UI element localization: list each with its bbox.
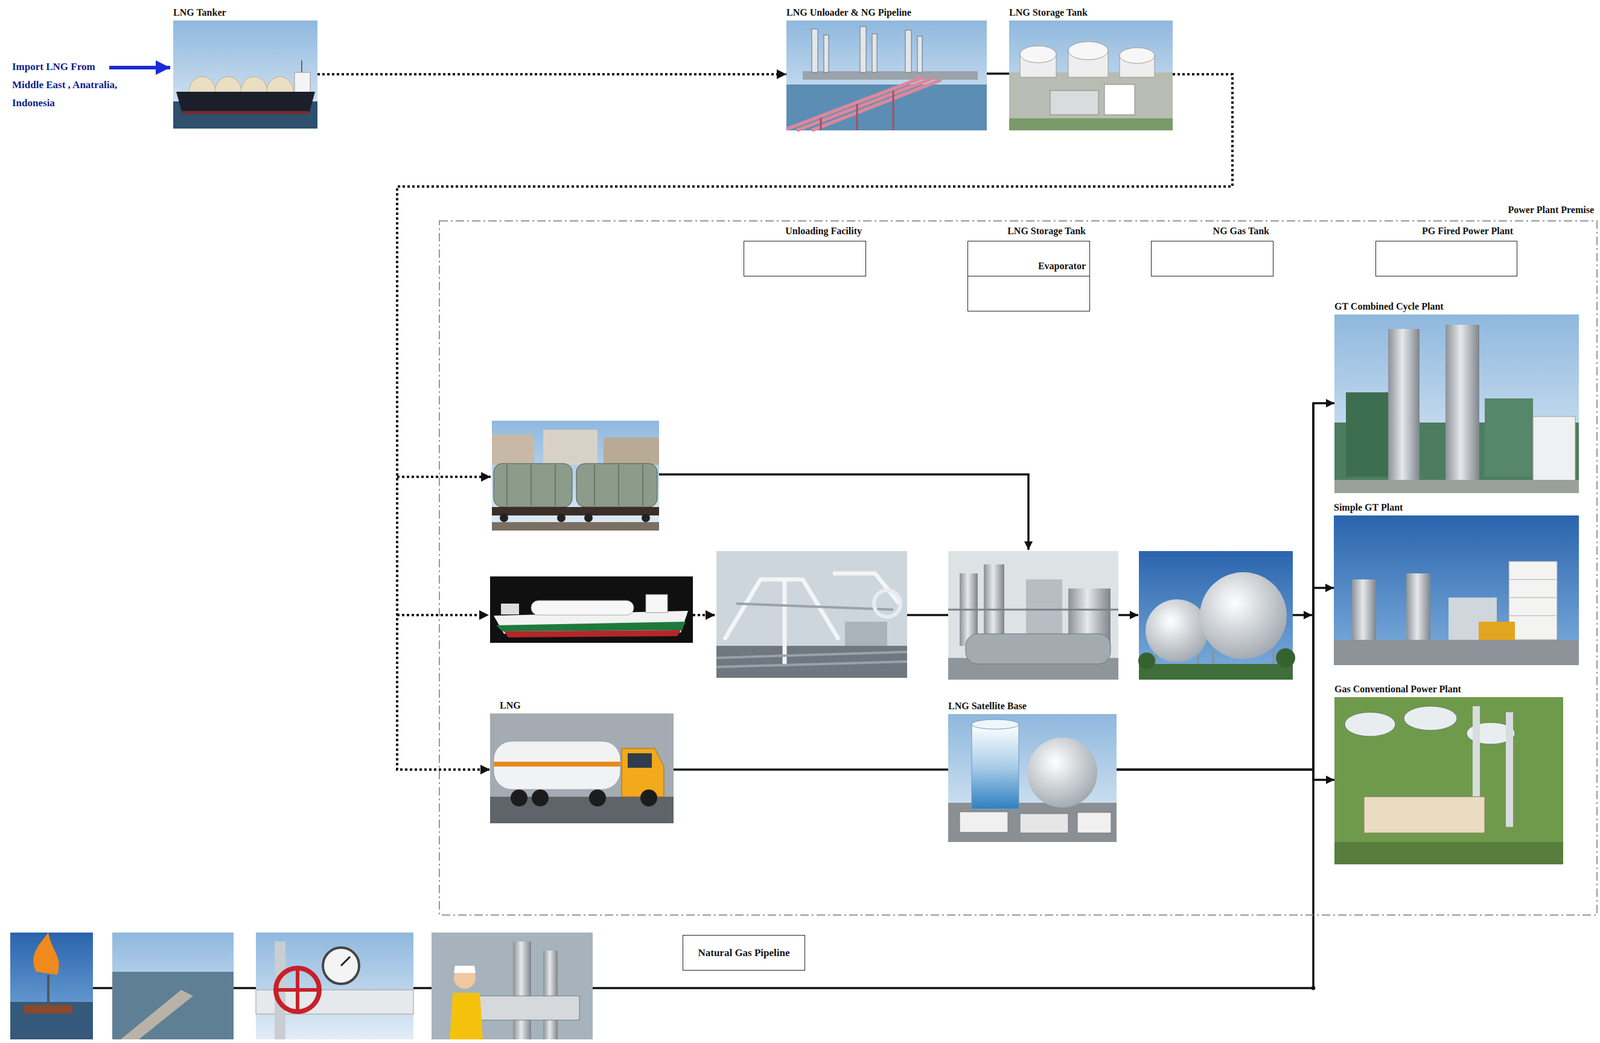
dotted-connector [317, 73, 787, 76]
connector [1116, 769, 1335, 780]
node-heading: GT Combined Cycle Plant [1334, 300, 1576, 313]
node-heading: Gas Conventional Power Plant [1334, 683, 1560, 696]
connector [673, 768, 949, 771]
node-heading: LNG Satellite Base [948, 700, 1113, 713]
column-header: Unloading Facility [743, 240, 867, 277]
node-heading: LNG Storage Tank [1009, 6, 1088, 19]
plant-photo: GT Combined Cycle Plant [1334, 314, 1579, 494]
node-heading: Simple GT Plant [1333, 501, 1576, 514]
node-heading: LNG [499, 699, 670, 712]
unloader-photo: LNG Unloader & NG Pipeline [786, 20, 987, 131]
column-header: LNG Storage Tank [967, 240, 1091, 277]
satellite-base-photo: LNG Satellite Base [948, 713, 1117, 842]
box-label: LNG Storage Tank [1007, 225, 1086, 238]
region-outline [438, 220, 1598, 916]
column-header: Natural Gas Pipeline [682, 934, 806, 971]
plant-photo: Simple GT Plant [1333, 515, 1579, 666]
truck-photo: LNG [490, 713, 674, 824]
box-label: PG Fired Power Plant [1421, 225, 1514, 238]
premise-region: Power Plant PremiseUnloading FacilityLNG… [438, 220, 1598, 916]
box-label: Evaporator [1038, 260, 1086, 273]
column-header: Evaporator [967, 275, 1091, 312]
tanker-photo: LNG Tanker [173, 20, 318, 129]
connector [1116, 587, 1334, 770]
box-label: Natural Gas Pipeline [697, 946, 790, 960]
storage-tank-photo: LNG Storage Tank [1009, 20, 1173, 131]
box-label: Unloading Facility [785, 225, 862, 238]
connector [986, 72, 1010, 75]
column-header: PG Fired Power Plant [1375, 240, 1518, 277]
origin-note: Import LNG From Middle East , Anatralia,… [12, 57, 118, 113]
connector [1116, 403, 1335, 770]
node-heading: LNG Unloader & NG Pipeline [786, 6, 912, 19]
node-heading: Power Plant Premise [1508, 203, 1594, 217]
region-border [439, 220, 1597, 915]
node-heading: LNG Tanker [173, 6, 227, 19]
plant-photo: Gas Conventional Power Plant [1334, 697, 1564, 865]
box-label: NG Gas Tank [1213, 225, 1270, 238]
column-header: NG Gas Tank [1150, 240, 1274, 277]
dotted-connector [397, 74, 1233, 770]
